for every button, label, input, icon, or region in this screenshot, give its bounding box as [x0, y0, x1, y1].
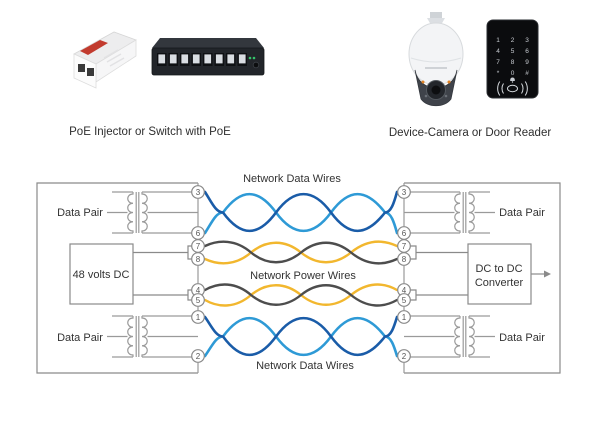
svg-text:5: 5	[196, 296, 201, 305]
switch-ports	[157, 53, 247, 66]
camera-ir-led	[421, 80, 425, 84]
keypad-keys: 1 2 3 4 5 6 7 8 9 * 0 #	[496, 37, 529, 77]
device-equipment-box	[404, 182, 561, 374]
right-device-caption: Device-Camera or Door Reader	[389, 127, 552, 139]
left-top-transformer	[106, 191, 199, 234]
label-data-pair-left-bottom: Data Pair	[57, 332, 103, 344]
pin-left-3: 3	[191, 185, 205, 199]
svg-text:7: 7	[196, 242, 201, 251]
camera-dome	[408, 22, 464, 86]
left-device-caption: PoE Injector or Switch with PoE	[69, 126, 231, 138]
svg-text:8: 8	[402, 255, 407, 264]
feed-78-left	[133, 245, 192, 260]
switch-led	[252, 56, 256, 60]
label-network-data-bottom: Network Data Wires	[256, 360, 354, 372]
switch-led	[248, 56, 252, 60]
keypad-key: 6	[525, 48, 529, 55]
keypad-key: 8	[511, 59, 515, 66]
svg-text:7: 7	[402, 242, 407, 251]
pin-right-2: 2	[397, 349, 411, 363]
feed-45-left	[133, 289, 192, 301]
wire-gray	[203, 240, 399, 265]
top-data-pair-wires	[203, 190, 399, 235]
svg-text:4: 4	[196, 286, 201, 295]
power-source-box	[69, 243, 134, 305]
keypad-key: 5	[511, 48, 515, 55]
pin-right-1: 1	[397, 310, 411, 324]
pin-right-3: 3	[397, 185, 411, 199]
injector-port-icon	[78, 64, 85, 72]
pin-right-6: 6	[397, 226, 411, 240]
keypad-key: 3	[525, 37, 529, 44]
switch-top-face	[152, 38, 264, 48]
pin-left-8: 8	[191, 252, 205, 266]
svg-text:5: 5	[402, 296, 407, 305]
keypad-key: 1	[496, 37, 500, 44]
switch-power-jack	[252, 61, 260, 69]
door-reader-illustration: 1 2 3 4 5 6 7 8 9 * 0 #	[486, 19, 539, 99]
right-bottom-transformer	[403, 315, 496, 358]
poe-switch-illustration	[151, 38, 265, 76]
right-pins: 3 6 7 8 4 5 1 2	[397, 185, 411, 363]
pin-right-7: 7	[397, 239, 411, 253]
keypad-key: 0	[511, 70, 515, 77]
svg-text:1: 1	[196, 313, 201, 322]
pin-left-6: 6	[191, 226, 205, 240]
feed-45-right	[410, 289, 468, 301]
left-pins: 3 6 7 8 4 5 1 2	[191, 185, 205, 363]
keypad-body	[486, 19, 539, 99]
left-bottom-transformer	[106, 315, 199, 358]
label-converter-line2: Converter	[475, 277, 524, 289]
svg-text:6: 6	[196, 229, 201, 238]
label-converter-line1: DC to DC	[475, 263, 522, 275]
pin-left-7: 7	[191, 239, 205, 253]
power-pair-45-wires	[203, 283, 399, 307]
keypad-key: 2	[511, 37, 515, 44]
svg-text:6: 6	[402, 229, 407, 238]
rfid-icon	[497, 81, 528, 96]
injector-vents	[103, 49, 125, 67]
pin-right-8: 8	[397, 252, 411, 266]
wire-dark-blue	[203, 315, 399, 356]
wire-gray	[203, 283, 399, 307]
svg-text:2: 2	[196, 352, 201, 361]
keypad-key: #	[525, 70, 529, 77]
wire-dark-blue	[203, 190, 399, 232]
doorbell-icon	[510, 77, 515, 83]
svg-text:3: 3	[402, 188, 407, 197]
right-top-transformer	[403, 191, 496, 234]
pin-left-2: 2	[191, 349, 205, 363]
pin-left-5: 5	[191, 293, 205, 307]
poe-injector-illustration	[73, 31, 137, 89]
keypad-key: 7	[496, 59, 500, 66]
pin-right-5: 5	[397, 293, 411, 307]
svg-text:3: 3	[196, 188, 201, 197]
camera-ir-led	[447, 80, 451, 84]
camera-mount	[430, 12, 442, 18]
source-equipment-box	[36, 182, 198, 374]
pin-left-1: 1	[191, 310, 205, 324]
power-pair-78-wires	[203, 240, 399, 265]
label-data-pair-left-top: Data Pair	[57, 207, 103, 219]
label-network-data-top: Network Data Wires	[243, 173, 341, 185]
keypad-key: *	[497, 70, 500, 77]
injector-label	[80, 40, 108, 55]
label-power-source: 48 volts DC	[73, 269, 130, 281]
bottom-data-pair-wires	[203, 315, 399, 358]
ptz-camera-illustration	[408, 12, 464, 107]
label-data-pair-right-top: Data Pair	[499, 207, 545, 219]
feed-78-right	[410, 245, 468, 260]
svg-text:4: 4	[402, 286, 407, 295]
label-network-power: Network Power Wires	[250, 270, 356, 282]
wire-light-blue	[203, 317, 399, 358]
label-data-pair-right-bottom: Data Pair	[499, 332, 545, 344]
svg-text:8: 8	[196, 255, 201, 264]
injector-port-icon	[87, 68, 94, 76]
keypad-key: 9	[525, 59, 529, 66]
converter-output-arrow-icon	[544, 270, 551, 278]
keypad-key: 4	[496, 48, 500, 55]
svg-text:2: 2	[402, 352, 407, 361]
svg-text:1: 1	[402, 313, 407, 322]
